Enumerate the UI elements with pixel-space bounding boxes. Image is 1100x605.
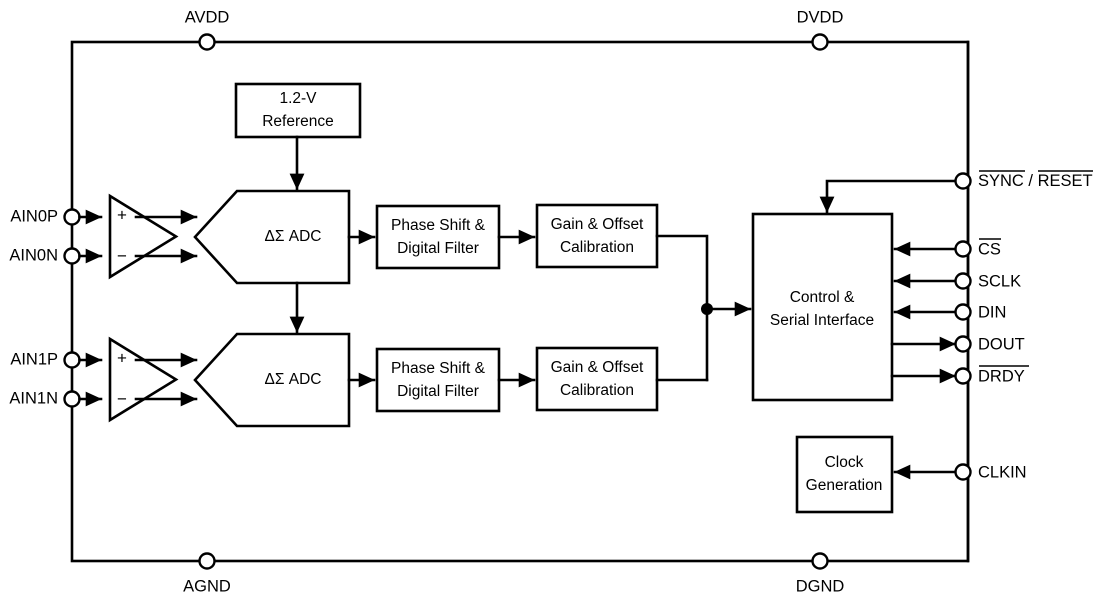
sync-reset-separator: / (1024, 172, 1038, 190)
digital-pin-sync-reset-label: SYNC / RESET (978, 172, 1093, 190)
voltage-reference-block: 1.2-V Reference (234, 82, 362, 191)
analog-input-ain0n-label: AIN0N (9, 246, 58, 264)
delta-sigma-adc-channel0: ΔΣ ADC (193, 189, 351, 285)
gain-offset-calibration-channel1: Gain & Offset Calibration (497, 346, 659, 412)
voltage-reference-line2: Reference (262, 113, 334, 130)
digital-pin-sync-reset: SYNC / RESET (819, 170, 1093, 214)
phase-shift-filter-channel1-line1: Phase Shift & (391, 360, 486, 377)
digital-pin-sclk: SCLK (893, 272, 1021, 290)
analog-input-ain1p-label: AIN1P (10, 350, 58, 368)
analog-input-ain1p: AIN1P (10, 350, 103, 369)
control-serial-interface-line2: Serial Interface (770, 312, 874, 329)
phase-shift-filter-channel0-line2: Digital Filter (397, 240, 479, 257)
amplifier-channel0-plus: + (117, 205, 127, 224)
control-serial-interface-line1: Control & (790, 289, 855, 306)
digital-pin-drdy: DRDY (890, 365, 1029, 385)
sync-text: SYNC (978, 172, 1024, 190)
digital-pin-clkin-label: CLKIN (978, 463, 1027, 481)
clock-generation-line1: Clock (825, 454, 864, 471)
clock-generation-line2: Generation (806, 477, 883, 494)
analog-input-ain1n: AIN1N (9, 389, 103, 408)
digital-pin-din-label: DIN (978, 303, 1006, 321)
reset-text: RESET (1038, 172, 1093, 190)
digital-pin-drdy-label: DRDY (978, 367, 1025, 385)
digital-pin-clkin: CLKIN (893, 463, 1027, 481)
clock-generation-block: Clock Generation (795, 435, 894, 514)
ground-pin-dgnd: DGND (796, 552, 845, 595)
digital-pin-sclk-label: SCLK (978, 272, 1021, 290)
phase-shift-filter-channel0-line1: Phase Shift & (391, 217, 486, 234)
digital-pin-cs: CS (893, 238, 1001, 258)
supply-pin-dvdd: DVDD (797, 8, 844, 51)
analog-input-ain0n: AIN0N (9, 246, 103, 265)
ground-pin-dgnd-label: DGND (796, 577, 845, 595)
delta-sigma-adc-channel1: ΔΣ ADC (193, 332, 351, 428)
digital-pin-din: DIN (893, 303, 1006, 321)
amplifier-channel0: + − (108, 193, 198, 280)
analog-input-ain0p-label: AIN0P (10, 207, 58, 225)
supply-pin-dvdd-label: DVDD (797, 8, 844, 26)
ground-pin-agnd-label: AGND (183, 577, 231, 595)
gain-offset-calibration-channel0: Gain & Offset Calibration (497, 203, 659, 269)
digital-pin-dout: DOUT (890, 335, 1025, 353)
supply-pin-avdd-label: AVDD (185, 8, 230, 26)
delta-sigma-adc-channel1-label: ΔΣ ADC (265, 371, 322, 388)
gain-offset-calibration-channel1-line1: Gain & Offset (551, 359, 644, 376)
gain-offset-calibration-channel0-line1: Gain & Offset (551, 216, 644, 233)
analog-input-ain0p: AIN0P (10, 207, 103, 226)
amplifier-channel1: + − (108, 336, 198, 423)
gain-offset-calibration-channel1-line2: Calibration (560, 382, 634, 399)
delta-sigma-adc-channel0-label: ΔΣ ADC (265, 228, 322, 245)
gain-offset-calibration-channel0-line2: Calibration (560, 239, 634, 256)
control-serial-interface-block: Control & Serial Interface (751, 212, 894, 402)
digital-pin-cs-label: CS (978, 240, 1001, 258)
phase-shift-filter-channel1-line2: Digital Filter (397, 383, 479, 400)
calibration-merge-bus (655, 234, 752, 382)
voltage-reference-line1: 1.2-V (279, 90, 317, 107)
amplifier-channel0-minus: − (117, 246, 127, 265)
digital-pin-dout-label: DOUT (978, 335, 1025, 353)
phase-shift-digital-filter-channel1: Phase Shift & Digital Filter (347, 347, 501, 413)
amplifier-channel1-plus: + (117, 348, 127, 367)
phase-shift-digital-filter-channel0: Phase Shift & Digital Filter (347, 204, 501, 270)
ground-pin-agnd: AGND (183, 552, 231, 595)
supply-pin-avdd: AVDD (185, 8, 230, 51)
analog-input-ain1n-label: AIN1N (9, 389, 58, 407)
amplifier-channel1-minus: − (117, 389, 127, 408)
